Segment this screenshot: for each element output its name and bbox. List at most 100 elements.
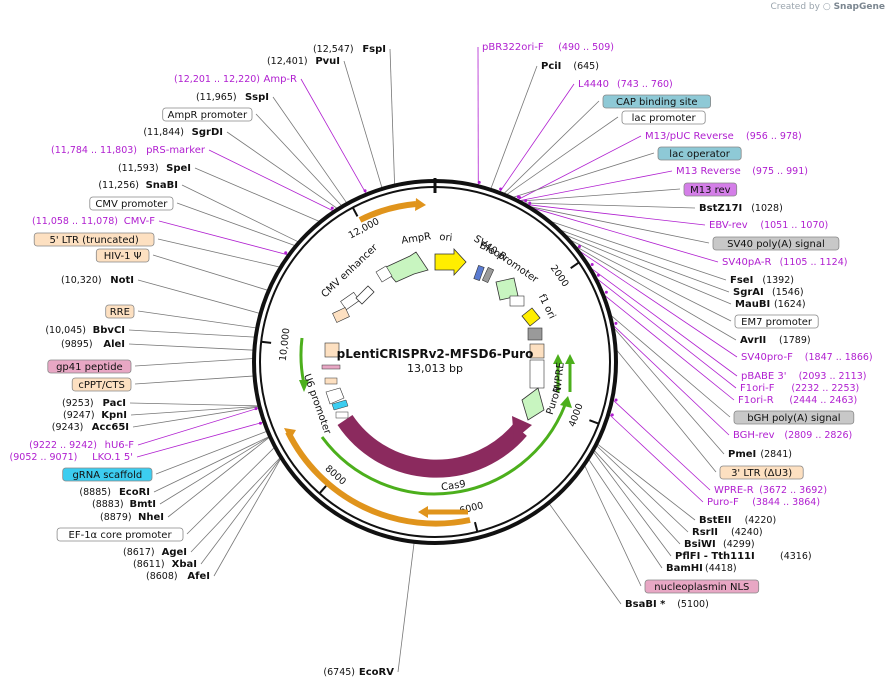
- leader-paci: [129, 402, 260, 407]
- feature-gp41-peptide[interactable]: gp41 peptide: [47, 359, 132, 374]
- site-xbai[interactable]: XbaI(8611): [133, 559, 197, 570]
- feature-em7-promoter[interactable]: EM7 promoter: [734, 314, 819, 329]
- site-spei[interactable]: SpeI(11,593): [118, 163, 191, 174]
- site-nhei[interactable]: NheI(8879): [100, 512, 164, 523]
- leader-spei: [194, 167, 321, 223]
- site-snabi[interactable]: SnaBI(11,256): [98, 180, 178, 191]
- site-bmti[interactable]: BmtI(8883): [92, 499, 156, 510]
- site-kpni[interactable]: KpnI(9247): [63, 410, 127, 421]
- leader-sv40-poly-a-signal: [526, 205, 710, 244]
- site-acc65i[interactable]: Acc65I(9243): [52, 422, 129, 433]
- site-fsei[interactable]: FseI(1392): [730, 275, 794, 286]
- site-maubi[interactable]: MauBI(1624): [735, 299, 806, 310]
- site-sgrdi[interactable]: SgrDI(11,844): [143, 127, 223, 138]
- feature-3-ltr-u3[interactable]: 3' LTR (ΔU3): [719, 465, 804, 480]
- primer-ebv-rev[interactable]: EBV-rev(1051 .. 1070): [709, 220, 828, 231]
- feature-m13-rev[interactable]: M13 rev: [683, 182, 738, 197]
- primer-name: M13 Reverse: [676, 166, 741, 177]
- primer-l4440[interactable]: L4440(743 .. 760): [578, 79, 673, 90]
- site-bsiwi[interactable]: BsiWI(4299): [684, 539, 755, 550]
- site-position: (9895): [61, 339, 93, 350]
- primer-pbabe-3[interactable]: pBABE 3'(2093 .. 2113): [741, 371, 866, 382]
- feature-rre[interactable]: RRE: [105, 304, 135, 319]
- site-bsteii[interactable]: BstEII(4220): [699, 515, 776, 526]
- site-pvui[interactable]: PvuI(12,401): [267, 56, 340, 67]
- feature-sv40-poly-a-signal[interactable]: SV40 poly(A) signal: [712, 236, 840, 251]
- primer-name: pRS-marker: [146, 145, 206, 156]
- feature-cap-binding-site[interactable]: CAP binding site: [602, 94, 711, 109]
- site-position: (2841): [760, 449, 792, 460]
- feature-nucleoplasmin-nls[interactable]: nucleoplasmin NLS: [644, 579, 760, 594]
- feature-cppt-block: [324, 377, 338, 385]
- feature-ef-1-core-promoter[interactable]: EF-1α core promoter: [56, 527, 184, 542]
- feature-lac-promoter[interactable]: lac promoter: [621, 110, 706, 125]
- primer-name: WPRE-R: [714, 485, 754, 496]
- feature-head-green-right-1: [553, 354, 563, 364]
- primer-range: (2232 .. 2253): [791, 383, 859, 394]
- primer-m13-puc-reverse[interactable]: M13/pUC Reverse(956 .. 978): [645, 131, 802, 142]
- feature-grna-scaffold[interactable]: gRNA scaffold: [62, 467, 153, 482]
- site-name: SgrDI: [192, 127, 223, 138]
- feature-hiv-1[interactable]: HIV-1 Ψ: [95, 248, 150, 263]
- site-pflfi-tth111i[interactable]: PflFI - Tth111I(4316): [675, 551, 812, 562]
- feature-cppt-cts[interactable]: cPPT/CTS: [71, 377, 132, 392]
- site-noti[interactable]: NotI(10,320): [61, 275, 134, 286]
- site-pmei[interactable]: PmeI(2841): [728, 449, 792, 460]
- site-bamhi[interactable]: BamHI(4418): [666, 563, 737, 574]
- site-paci[interactable]: PacI(9253): [62, 398, 126, 409]
- primer-bgh-rev[interactable]: BGH-rev(2809 .. 2826): [733, 430, 852, 441]
- feature-box: [621, 110, 706, 125]
- primer-cmv-f[interactable]: CMV-F(11,058 .. 11,078): [32, 216, 155, 227]
- site-sgrai[interactable]: SgrAI(1546): [733, 287, 804, 298]
- leader-3-ltr-u3: [615, 348, 717, 473]
- site-name: AleI: [103, 339, 125, 350]
- site-rsrii[interactable]: RsrII(4240): [692, 527, 763, 538]
- primer-puro-f[interactable]: Puro-F(3844 .. 3864): [707, 497, 820, 508]
- primer-sv40pa-r[interactable]: SV40pA-R(1105 .. 1124): [722, 257, 847, 268]
- site-afei[interactable]: AfeI(8608): [146, 571, 210, 582]
- primer-f1ori-r[interactable]: F1ori-R(2444 .. 2463): [738, 395, 857, 406]
- primer-lko-1-5[interactable]: LKO.1 5'(9052 .. 9071): [10, 452, 133, 463]
- leader-bgh-poly-a-signal: [609, 313, 731, 418]
- site-ecori[interactable]: EcoRI(8885): [79, 487, 150, 498]
- site-alei[interactable]: AleI (9895): [61, 339, 125, 350]
- site-pcii[interactable]: PciI(645): [541, 61, 599, 72]
- site-position: (8883): [92, 499, 124, 510]
- leader-sv40pa-r: [527, 206, 719, 263]
- feature-box: [33, 232, 155, 247]
- site-position: (4299): [723, 539, 755, 550]
- site-bsabi[interactable]: BsaBI *(5100): [625, 599, 709, 610]
- feature-5-ltr-truncated[interactable]: 5' LTR (truncated): [33, 232, 155, 247]
- primer-sv40pro-f[interactable]: SV40pro-F(1847 .. 1866): [741, 352, 873, 363]
- site-sspi[interactable]: SspI(11,965): [196, 92, 269, 103]
- primer-pbr322ori-f[interactable]: pBR322ori-F(490 .. 509): [482, 42, 614, 53]
- tick-2000: [570, 261, 580, 269]
- feature-cmv-promoter[interactable]: CMV promoter: [89, 196, 174, 211]
- site-avrii[interactable]: AvrII(1789): [740, 335, 811, 346]
- site-agei[interactable]: AgeI(8617): [123, 547, 187, 558]
- site-bbvci[interactable]: BbvCI(10,045): [45, 325, 125, 336]
- primer-prs-marker[interactable]: pRS-marker (11,784 .. 11,803): [51, 145, 206, 156]
- leader-sgrai: [557, 228, 730, 293]
- site-fspi[interactable]: FspI(12,547): [313, 44, 386, 55]
- primer-m13-reverse[interactable]: M13 Reverse(975 .. 991): [676, 166, 808, 177]
- primer-name: CMV-F: [124, 216, 155, 227]
- site-name: AvrII: [740, 335, 766, 346]
- primer-wpre-r[interactable]: WPRE-R(3672 .. 3692): [714, 485, 827, 496]
- feature-arrow-cas9: [512, 416, 532, 440]
- feature-lac-operator[interactable]: lac operator: [657, 146, 742, 161]
- feature-ampr-promoter[interactable]: AmpR promoter: [162, 107, 253, 122]
- feature-bgh-poly-a-signal[interactable]: bGH poly(A) signal: [733, 410, 855, 425]
- leader-pflfi-tth111i: [592, 450, 672, 557]
- primer-range: (11,784 .. 11,803): [51, 145, 137, 156]
- primer-f1ori-f[interactable]: F1ori-F(2232 .. 2253): [740, 383, 859, 394]
- site-bstz17i[interactable]: BstZ17I(1028): [699, 203, 783, 214]
- leader-em7-promoter: [567, 238, 732, 322]
- primer-amp-r[interactable]: Amp-R(12,201 .. 12,220): [174, 74, 297, 85]
- site-position: (5100): [677, 599, 709, 610]
- leader-acc65i: [132, 406, 260, 428]
- primer-hu6-f[interactable]: hU6-F(9222 .. 9242): [29, 440, 134, 451]
- feature-box-label: lac promoter: [632, 113, 697, 124]
- site-ecorv[interactable]: EcoRV(6745): [323, 667, 394, 678]
- site-position: (4220): [745, 515, 777, 526]
